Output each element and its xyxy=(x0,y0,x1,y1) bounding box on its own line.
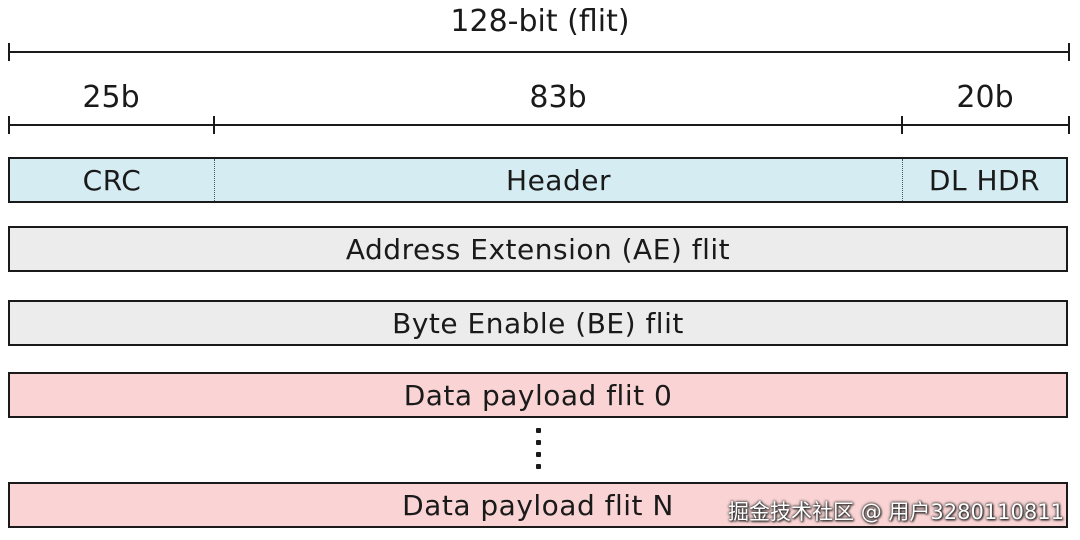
segment-dimension-line xyxy=(8,124,1070,126)
byte-enable-flit-label: Byte Enable (BE) flit xyxy=(392,306,684,340)
ellipsis-dot-2 xyxy=(536,440,541,445)
segment-tick-1 xyxy=(213,116,215,134)
crc-field: CRC xyxy=(10,159,214,201)
total-width-tick-right xyxy=(1068,43,1070,61)
crc-field-label: CRC xyxy=(82,163,142,197)
header-field: Header xyxy=(214,159,902,201)
vertical-ellipsis xyxy=(536,424,544,480)
data-payload-flit-0-label: Data payload flit 0 xyxy=(403,378,673,412)
ellipsis-dot-3 xyxy=(536,452,541,457)
total-width-tick-left xyxy=(8,43,10,61)
total-width-label: 128-bit (flit) xyxy=(450,4,630,39)
segment-tick-0 xyxy=(8,116,10,134)
address-extension-flit-label: Address Extension (AE) flit xyxy=(345,232,731,266)
address-extension-flit: Address Extension (AE) flit xyxy=(8,226,1068,272)
segment-tick-2 xyxy=(901,116,903,134)
crc-width-label: 25b xyxy=(82,80,140,115)
byte-enable-flit: Byte Enable (BE) flit xyxy=(8,300,1068,346)
ellipsis-dot-4 xyxy=(536,464,541,469)
header-field-label: Header xyxy=(506,163,611,197)
watermark: 掘金技术社区 @ 用户3280110811 xyxy=(728,500,1064,524)
header-flit: CRC Header DL HDR xyxy=(8,157,1068,203)
dl-hdr-width-label: 20b xyxy=(956,80,1014,115)
data-payload-flit-n-label: Data payload flit N xyxy=(402,488,674,522)
ellipsis-dot-1 xyxy=(536,428,541,433)
dl-hdr-field: DL HDR xyxy=(902,159,1066,201)
data-payload-flit-n: Data payload flit N xyxy=(8,482,1068,528)
header-width-label: 83b xyxy=(529,80,587,115)
segment-tick-3 xyxy=(1068,116,1070,134)
dl-hdr-field-label: DL HDR xyxy=(928,163,1041,197)
data-payload-flit-0: Data payload flit 0 xyxy=(8,372,1068,418)
total-width-dimension-line xyxy=(8,51,1070,53)
